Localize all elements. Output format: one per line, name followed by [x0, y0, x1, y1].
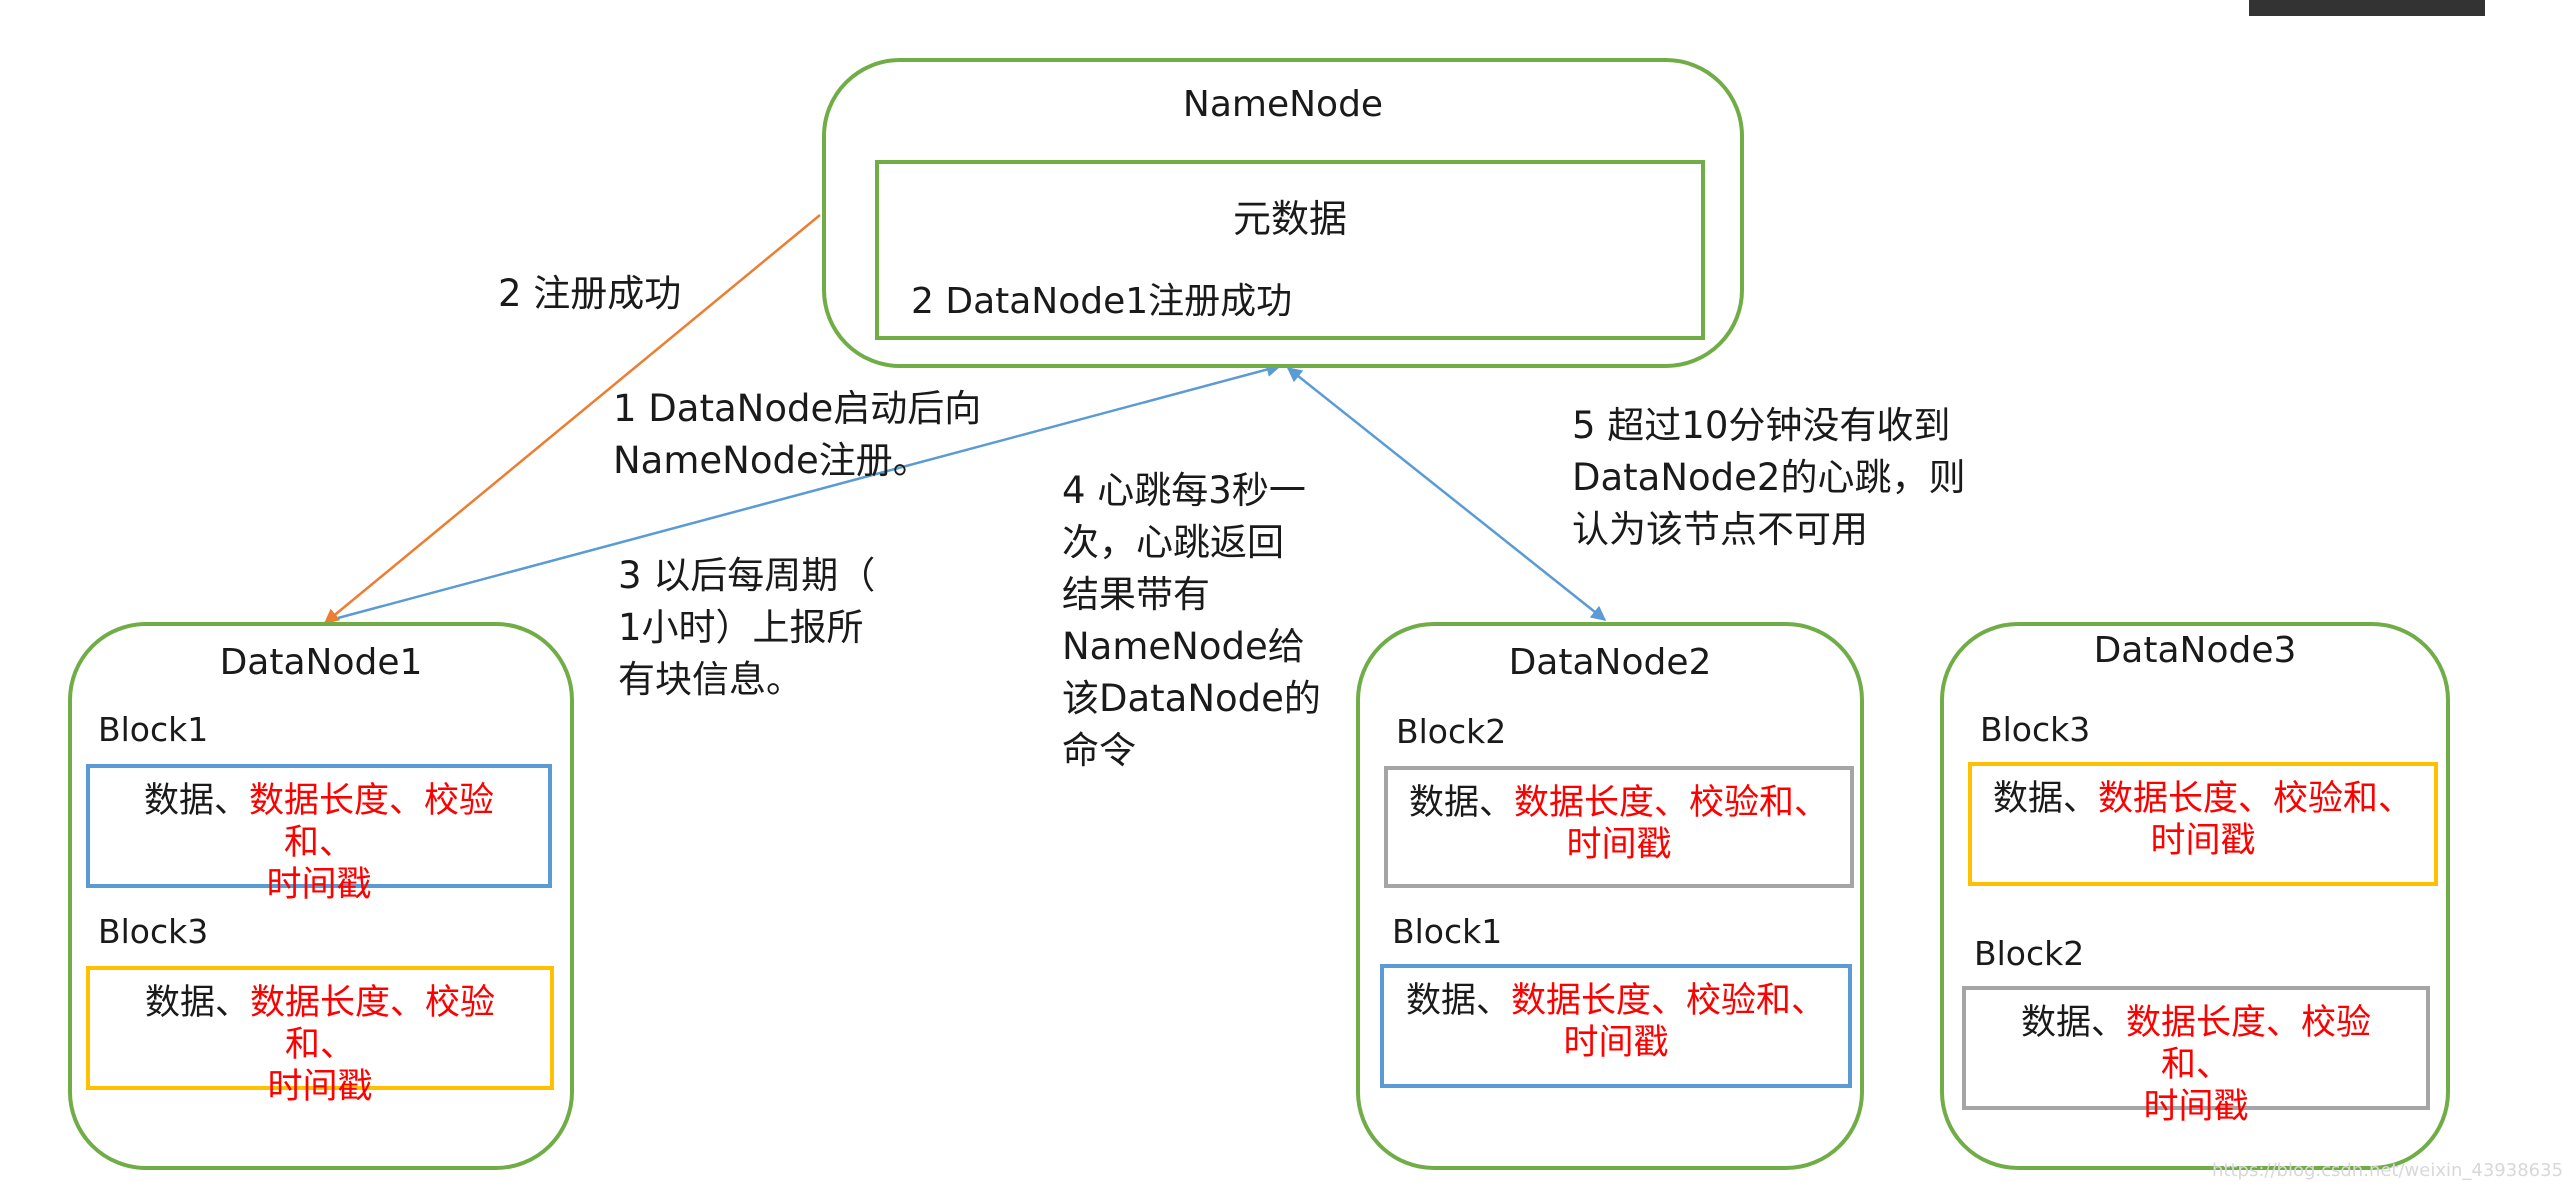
metadata-title: 元数据: [1232, 197, 1347, 241]
datanode-1-box: DataNode1 Block1 数据、数据长度、校验和、时间戳 Block3 …: [68, 622, 574, 1170]
step-5-label: 5 超过10分钟没有收到 DataNode2的心跳，则 认为该节点不可用: [1572, 400, 1965, 556]
block-data-timestamp: 时间戳: [266, 865, 372, 905]
block-data-timestamp: 时间戳: [1566, 825, 1672, 865]
block-data-timestamp: 时间戳: [1563, 1023, 1669, 1063]
datanode-2-block-2-label: Block1: [1392, 912, 1503, 951]
datanode-2-block-2-box: 数据、数据长度、校验和、时间戳: [1380, 964, 1852, 1088]
datanode-1-title: DataNode1: [219, 642, 423, 683]
step-1-line-1: 1 DataNode启动后向: [613, 387, 982, 430]
datanode-3-block-2-label: Block2: [1974, 934, 2085, 973]
block-data-prefix: 数据、: [144, 983, 250, 1023]
block-data-fields: 数据长度、校验和、: [1511, 981, 1827, 1021]
datanode-1-block-1-label: Block1: [98, 710, 209, 749]
datanode-1-block-2-label: Block3: [98, 912, 209, 951]
step-5-line-2: DataNode2的心跳，则: [1572, 456, 1966, 499]
block-data-fields: 数据长度、校验和、: [2098, 779, 2414, 819]
namenode-title: NameNode: [1182, 84, 1384, 125]
step-4-line-2: 次，心跳返回: [1062, 521, 1284, 564]
block-data-fields: 数据长度、校验和、: [249, 781, 495, 863]
datanode-3-block-1-label: Block3: [1980, 710, 2091, 749]
block-data-fields: 数据长度、校验和、: [1514, 783, 1830, 823]
step-4-line-3: 结果带有: [1062, 573, 1210, 616]
datanode-2-title: DataNode2: [1508, 642, 1712, 683]
datanode-3-block-2-box: 数据、数据长度、校验和、时间戳: [1962, 986, 2430, 1127]
step-3-label: 3 以后每周期（ 1小时）上报所 有块信息。: [618, 550, 875, 706]
block-data-timestamp: 时间戳: [267, 1067, 373, 1107]
step-3-line-3: 有块信息。: [618, 658, 803, 701]
block-data-prefix: 数据、: [2020, 1003, 2126, 1043]
datanode-1-block-2-box: 数据、数据长度、校验和、时间戳: [86, 966, 554, 1107]
block-data-fields: 数据长度、校验和、: [250, 983, 496, 1065]
step-4-line-4: NameNode给: [1062, 625, 1305, 668]
metadata-entry: 2 DataNode1注册成功: [911, 281, 1293, 322]
datanode-3-block-1-box: 数据、数据长度、校验和、时间戳: [1968, 762, 2438, 886]
step-5-line-3: 认为该节点不可用: [1572, 508, 1868, 551]
source-watermark: https://blog.csdn.net/weixin_43938635: [2212, 1160, 2563, 1181]
datanode-2-box: DataNode2 Block2 数据、数据长度、校验和、时间戳 Block1 …: [1356, 622, 1864, 1170]
arrow-heartbeat-datanode2: [1286, 367, 1607, 621]
block-data-timestamp: 时间戳: [2150, 821, 2256, 861]
step-4-line-1: 4 心跳每3秒一: [1062, 469, 1306, 512]
step-2-label: 2 注册成功: [498, 272, 682, 315]
top-right-toolbar-strip: [2249, 0, 2485, 16]
step-4-label: 4 心跳每3秒一 次，心跳返回 结果带有 NameNode给 该DataNode…: [1062, 465, 1321, 777]
arrow-registration-success: [323, 214, 821, 624]
block-data-timestamp: 时间戳: [2143, 1087, 2249, 1127]
datanode-2-block-1-label: Block2: [1396, 712, 1507, 751]
step-3-line-1: 3 以后每周期（: [618, 554, 876, 597]
block-data-prefix: 数据、: [1405, 981, 1511, 1021]
step-3-line-2: 1小时）上报所: [618, 606, 864, 649]
step-1-label: 1 DataNode启动后向 NameNode注册。: [613, 383, 981, 487]
arrows-layer: [323, 214, 1607, 624]
arrow-datanode1-register: [337, 362, 1282, 620]
namenode-box: NameNode 元数据 2 DataNode1注册成功: [822, 58, 1744, 368]
block-data-prefix: 数据、: [143, 781, 249, 821]
block-data-fields: 数据长度、校验和、: [2126, 1003, 2372, 1085]
datanode-3-title: DataNode3: [2093, 630, 2297, 671]
datanode-2-block-1-box: 数据、数据长度、校验和、时间戳: [1384, 766, 1854, 888]
block-data-prefix: 数据、: [1408, 783, 1514, 823]
metadata-box: 元数据 2 DataNode1注册成功: [875, 160, 1705, 340]
datanode-3-box: DataNode3 Block3 数据、数据长度、校验和、时间戳 Block2 …: [1940, 622, 2450, 1170]
step-1-line-2: NameNode注册。: [613, 439, 930, 482]
step-5-line-1: 5 超过10分钟没有收到: [1572, 404, 1951, 447]
datanode-1-block-1-box: 数据、数据长度、校验和、时间戳: [86, 764, 552, 905]
step-4-line-5: 该DataNode的: [1062, 677, 1321, 720]
block-data-prefix: 数据、: [1992, 779, 2098, 819]
step-4-line-6: 命令: [1062, 729, 1136, 772]
